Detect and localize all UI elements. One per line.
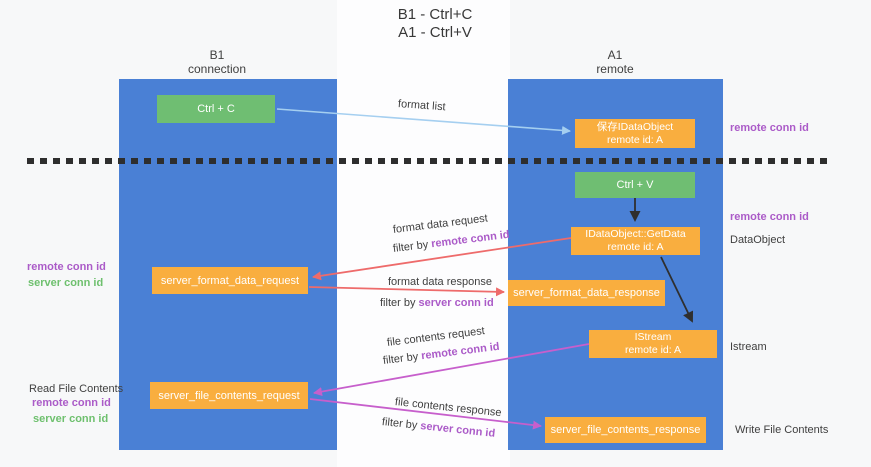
- label-istream: Istream: [730, 341, 767, 353]
- session-separator-dashed-line: [27, 158, 831, 164]
- lane-header-b1: B1 connection: [147, 48, 287, 76]
- getdata-line1: IDataObject::GetData: [585, 228, 686, 240]
- server-format-data-request-box: server_format_data_request: [152, 267, 308, 294]
- filter-by-text: filter by: [380, 297, 419, 309]
- label-server-conn-id-bottom-left: server conn id: [33, 413, 109, 425]
- istream-line1: IStream: [634, 331, 672, 343]
- ctrl-v-box: Ctrl + V: [575, 172, 695, 198]
- getdata-remote-id: remote id: A: [607, 241, 664, 253]
- lane-header-a1: A1 remote: [545, 48, 685, 76]
- ctrl-v-label: Ctrl + V: [616, 179, 654, 191]
- save-idataobject-remote-id: remote id: A: [606, 133, 664, 146]
- save-idataobject-box: 保存IDataObject remote id: A: [575, 119, 695, 148]
- save-idataobject-line1: 保存IDataObject: [596, 120, 674, 133]
- diagram-title: B1 - Ctrl+C A1 - Ctrl+V: [340, 6, 530, 42]
- lane-b1-role: connection: [187, 62, 247, 76]
- label-format-data-response: format data response: [388, 276, 492, 288]
- lane-a1-role: remote: [596, 62, 634, 76]
- title-line-b1: B1 - Ctrl+C: [397, 6, 473, 23]
- ctrl-c-box: Ctrl + C: [157, 95, 275, 123]
- istream-remote-id: remote id: A: [624, 344, 682, 356]
- server-format-data-response-box: server_format_data_response: [508, 280, 665, 306]
- server-conn-id-text: server conn id: [418, 297, 494, 309]
- lane-b1-name: B1: [209, 48, 225, 62]
- server-format-data-response-label: server_format_data_response: [513, 287, 660, 299]
- server-file-contents-request-label: server_file_contents_request: [158, 389, 300, 402]
- server-format-data-request-label: server_format_data_request: [160, 274, 300, 287]
- istream-box: IStream remote id: A: [589, 330, 717, 358]
- label-remote-conn-id-mid-left: remote conn id: [27, 261, 106, 273]
- label-remote-conn-id-mid-right: remote conn id: [730, 211, 809, 223]
- label-write-file-contents: Write File Contents: [735, 424, 829, 436]
- server-file-contents-request-box: server_file_contents_request: [150, 382, 308, 409]
- lane-a1-name: A1: [607, 48, 623, 62]
- label-remote-conn-id-top-right: remote conn id: [730, 122, 809, 134]
- label-read-file-contents: Read File Contents: [29, 383, 124, 395]
- title-line-a1: A1 - Ctrl+V: [398, 24, 472, 41]
- label-filter-server-1: filter by server conn id: [380, 297, 494, 309]
- ctrl-c-label: Ctrl + C: [197, 103, 235, 115]
- server-file-contents-response-label: server_file_contents_response: [550, 424, 701, 436]
- server-file-contents-response-box: server_file_contents_response: [545, 417, 706, 443]
- label-remote-conn-id-bottom-left: remote conn id: [32, 397, 111, 409]
- label-dataobject: DataObject: [730, 234, 786, 246]
- idataobject-getdata-box: IDataObject::GetData remote id: A: [571, 227, 700, 255]
- label-server-conn-id-mid-left: server conn id: [28, 277, 104, 289]
